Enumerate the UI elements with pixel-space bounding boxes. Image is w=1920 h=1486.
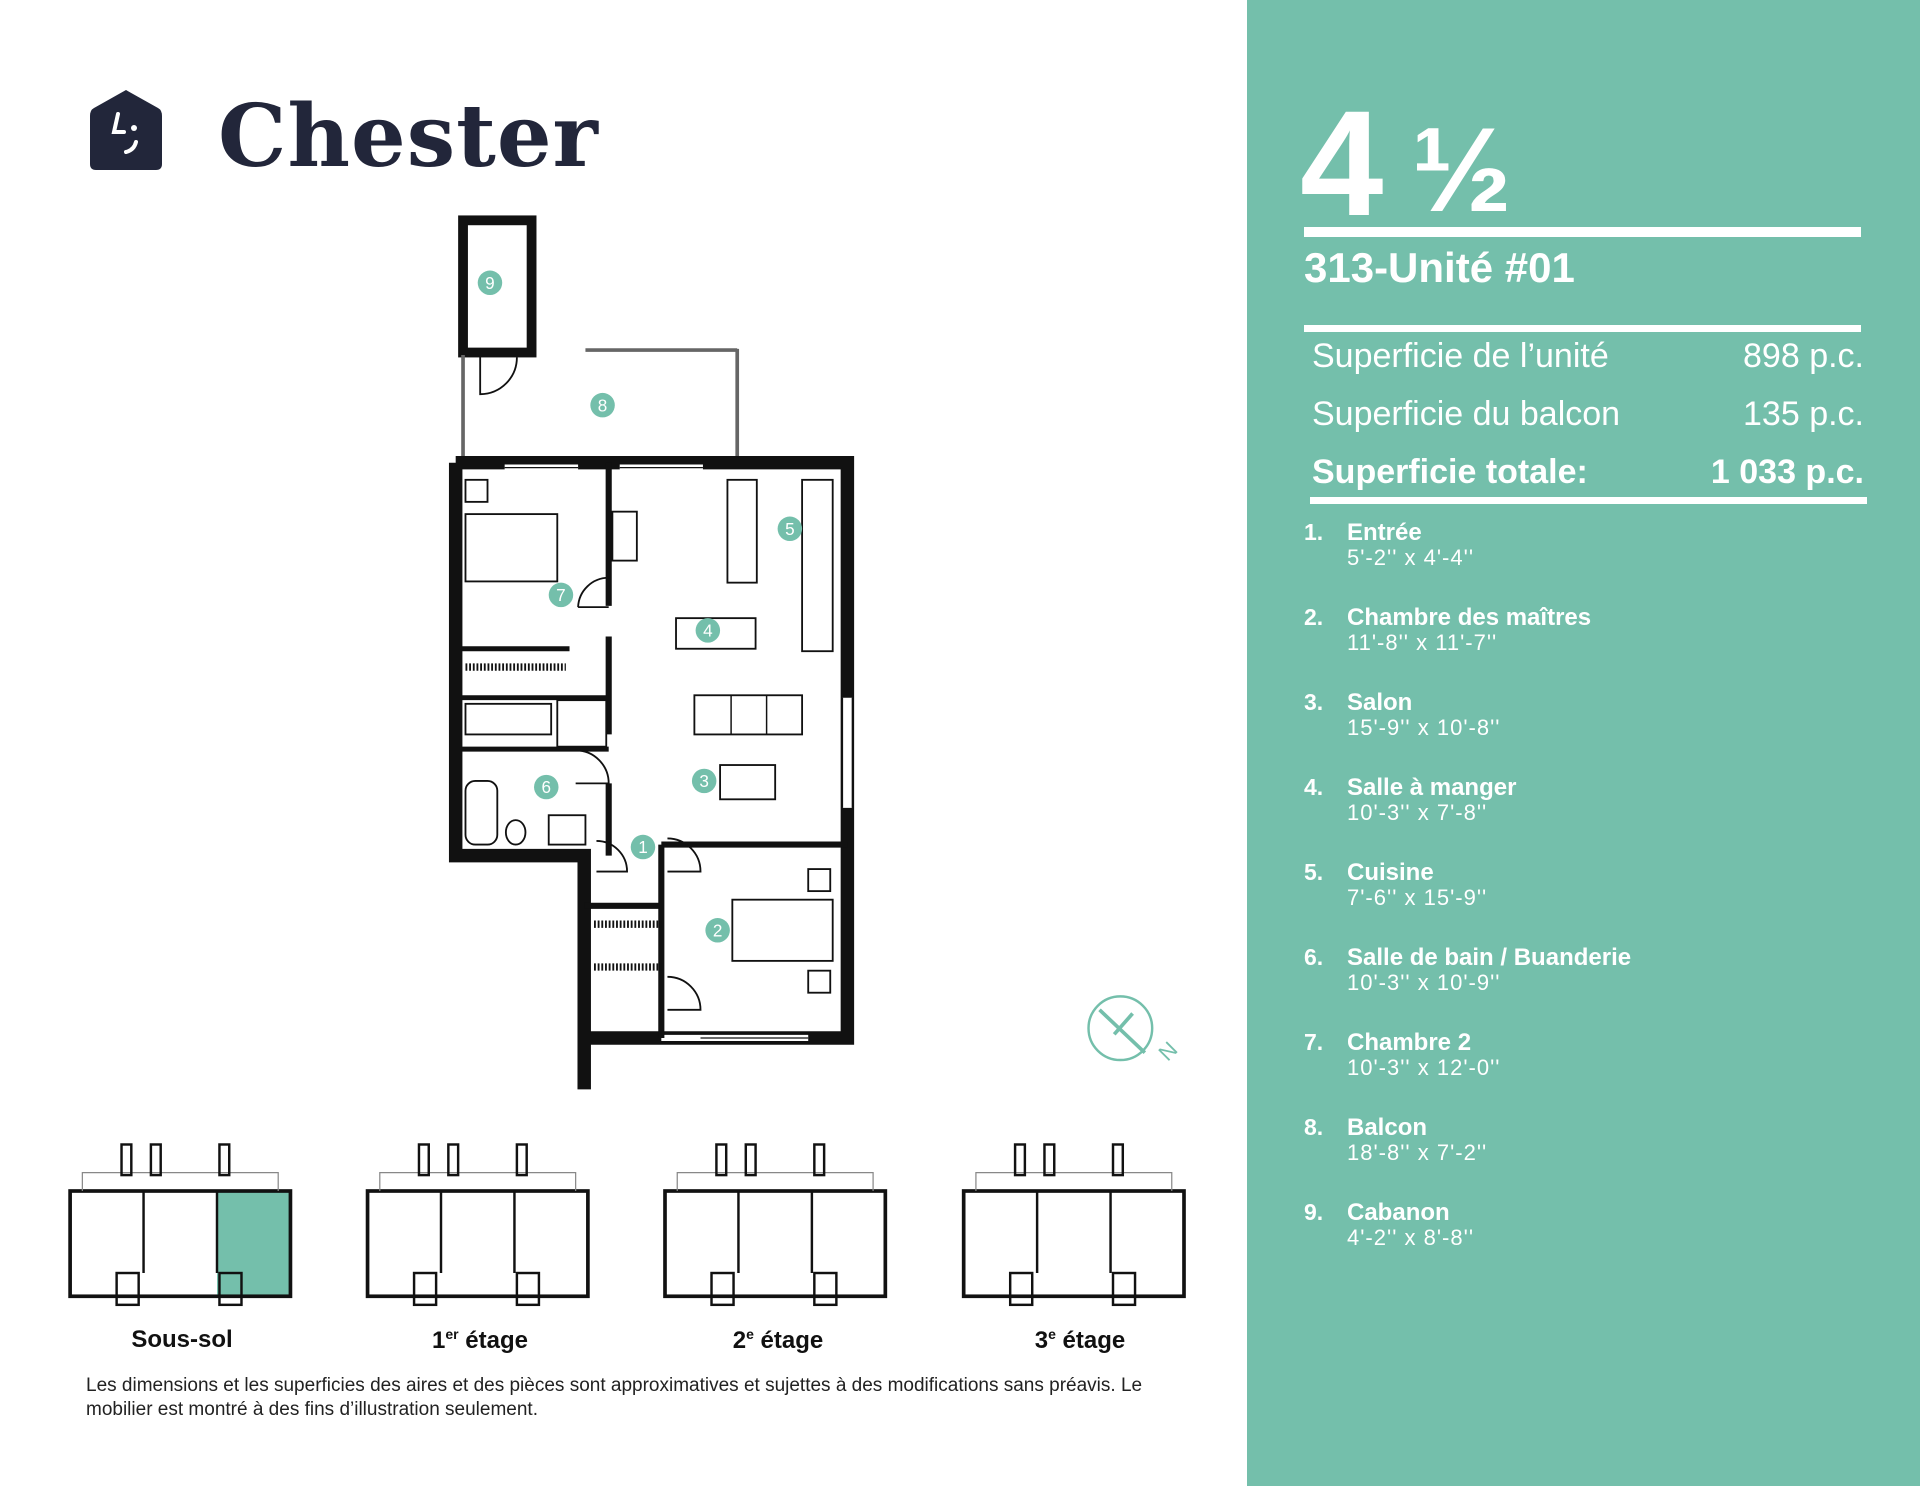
coffee-table bbox=[719, 764, 777, 801]
room-number: 9. bbox=[1304, 1199, 1324, 1225]
house-smile-icon bbox=[90, 90, 162, 170]
room-marker-number: 7 bbox=[556, 585, 566, 605]
bathtub bbox=[464, 780, 499, 846]
room-marker-number: 2 bbox=[713, 920, 723, 940]
room-dimensions: 15'-9'' x 10'-8'' bbox=[1347, 715, 1501, 740]
compass-north-label: N bbox=[1154, 1037, 1183, 1066]
highlighted-unit bbox=[217, 1192, 291, 1296]
kitchen-counter bbox=[801, 478, 834, 653]
room-name: Chambre des maîtres bbox=[1347, 604, 1592, 631]
room-name: Chambre 2 bbox=[1347, 1029, 1472, 1056]
disclaimer: Les dimensions et les superficies des ai… bbox=[86, 1375, 1143, 1420]
room-marker-number: 9 bbox=[485, 273, 495, 293]
room-dimensions: 7'-6'' x 15'-9'' bbox=[1347, 885, 1488, 910]
dining-table bbox=[675, 617, 757, 650]
room-marker-number: 3 bbox=[699, 771, 709, 791]
info-panel bbox=[1247, 0, 1920, 1486]
bed bbox=[731, 898, 834, 962]
shower bbox=[556, 699, 608, 748]
room-dimensions: 18'-8'' x 7'-2'' bbox=[1347, 1140, 1488, 1165]
area-row: Superficie du balcon 135 p.c. bbox=[1312, 395, 1864, 434]
room-number: 3. bbox=[1304, 689, 1324, 715]
mini-floor-plan bbox=[961, 1143, 1186, 1307]
area-row-total: Superficie totale: 1 033 p.c. bbox=[1312, 453, 1864, 492]
floor-label-basement: Sous-sol bbox=[131, 1326, 233, 1353]
room-dimensions: 4'-2'' x 8'-8'' bbox=[1347, 1225, 1475, 1250]
sofa bbox=[693, 694, 804, 736]
room-number: 1. bbox=[1304, 519, 1324, 545]
room-dimensions: 10'-3'' x 12'-0'' bbox=[1347, 1055, 1501, 1080]
area-label: Superficie du balcon bbox=[1312, 395, 1621, 433]
bed bbox=[464, 513, 559, 583]
unit-type-whole: 4 bbox=[1300, 79, 1384, 247]
desk bbox=[611, 510, 638, 562]
room-name: Salle à manger bbox=[1347, 774, 1517, 801]
room-marker-number: 8 bbox=[598, 395, 608, 415]
kitchen-island bbox=[726, 478, 758, 584]
room-dimensions: 5'-2'' x 4'-4'' bbox=[1347, 545, 1475, 570]
room-number: 6. bbox=[1304, 944, 1324, 970]
room-number: 7. bbox=[1304, 1029, 1324, 1055]
room-marker: 4 bbox=[695, 618, 721, 643]
area-value: 1 033 p.c. bbox=[1710, 453, 1864, 491]
area-row: Superficie de l’unité 898 p.c. bbox=[1312, 337, 1864, 376]
room-marker: 2 bbox=[705, 918, 730, 943]
room-number: 4. bbox=[1304, 774, 1324, 800]
room-dimensions: 10'-3'' x 10'-9'' bbox=[1347, 970, 1501, 995]
room-marker: 3 bbox=[691, 768, 717, 794]
room-number: 2. bbox=[1304, 604, 1324, 630]
room-marker: 7 bbox=[548, 582, 574, 608]
room-number: 5. bbox=[1304, 859, 1324, 885]
room-dimensions: 11'-8'' x 11'-7'' bbox=[1347, 630, 1498, 655]
area-label: Superficie de l’unité bbox=[1312, 337, 1609, 375]
floor-label-1: 1er étage bbox=[432, 1326, 528, 1354]
shed-door bbox=[479, 354, 518, 396]
balcony-railing bbox=[461, 348, 740, 457]
mini-floor-plan bbox=[365, 1143, 590, 1307]
mini-floor-plan bbox=[68, 1143, 293, 1307]
room-marker: 6 bbox=[534, 774, 559, 800]
room-name: Balcon bbox=[1347, 1114, 1428, 1141]
room-name: Entrée bbox=[1347, 519, 1422, 546]
mini-floor-plan bbox=[663, 1143, 888, 1307]
room-marker-number: 5 bbox=[785, 519, 795, 539]
shed-wall bbox=[458, 215, 537, 358]
washer-dryer bbox=[464, 702, 553, 736]
room-marker-number: 6 bbox=[542, 777, 552, 797]
room-name: Cabanon bbox=[1347, 1199, 1450, 1226]
area-value: 135 p.c. bbox=[1743, 395, 1864, 433]
divider bbox=[1304, 325, 1861, 332]
room-dimensions: 10'-3'' x 7'-8'' bbox=[1347, 800, 1488, 825]
room-marker-number: 4 bbox=[703, 621, 713, 641]
exterior-wall bbox=[448, 455, 855, 1090]
divider bbox=[1310, 497, 1867, 504]
brand-name: Chester bbox=[218, 86, 599, 187]
unit-id: 313-Unité #01 bbox=[1304, 244, 1575, 291]
compass-icon bbox=[1087, 995, 1154, 1062]
unit-type-fraction: ½ bbox=[1411, 103, 1512, 237]
room-marker: 1 bbox=[630, 834, 656, 860]
room-number: 8. bbox=[1304, 1114, 1324, 1140]
room-name: Salle de bain / Buanderie bbox=[1347, 944, 1632, 971]
floor-label-3: 3e étage bbox=[1034, 1326, 1126, 1354]
room-name: Cuisine bbox=[1347, 859, 1434, 886]
toilet bbox=[504, 819, 527, 846]
room-marker: 5 bbox=[777, 516, 803, 542]
area-value: 898 p.c. bbox=[1743, 337, 1864, 375]
room-name: Salon bbox=[1347, 689, 1413, 716]
room-marker: 8 bbox=[590, 392, 615, 418]
floor-label-2: 2e étage bbox=[732, 1326, 824, 1354]
divider bbox=[1304, 227, 1861, 237]
room-marker-number: 1 bbox=[638, 837, 648, 857]
sink bbox=[547, 814, 587, 846]
area-label: Superficie totale: bbox=[1312, 453, 1588, 491]
room-marker: 9 bbox=[477, 270, 503, 295]
